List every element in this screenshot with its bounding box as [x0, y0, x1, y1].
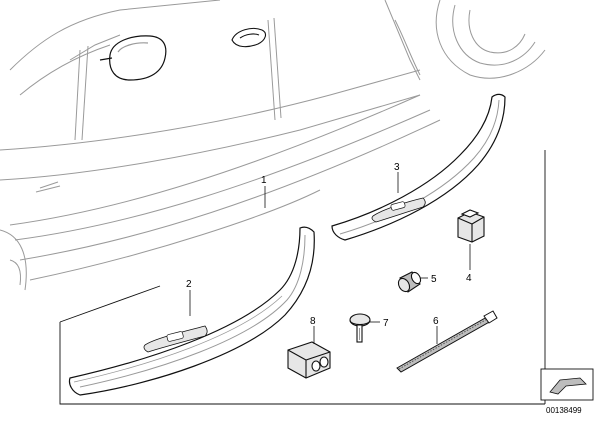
callout-5: 5: [420, 274, 437, 285]
callout-7: 7: [370, 318, 389, 329]
car-body-sketch: [0, 0, 546, 291]
cable-tie-6: [396, 310, 498, 373]
connector-block-4: [457, 209, 485, 243]
grommet-5: [397, 271, 422, 293]
callout-1-label: 1: [261, 175, 267, 186]
callout-5-label: 5: [431, 274, 437, 285]
callout-2-label: 2: [186, 279, 192, 290]
callout-3: 3: [394, 162, 400, 193]
kit-frame: [59, 150, 546, 405]
callout-3-label: 3: [394, 162, 400, 173]
push-pin-7: [349, 313, 371, 343]
callout-8: 8: [310, 316, 316, 344]
mini-emblem-3: [371, 197, 426, 223]
reference-symbol: [540, 368, 594, 401]
mini-emblem-2: [143, 325, 208, 353]
reference-number: 00138499: [546, 406, 582, 415]
callout-6-label: 6: [433, 316, 439, 327]
side-mirror-sketch: [99, 35, 167, 81]
callout-7-label: 7: [383, 318, 389, 329]
callout-4: 4: [466, 244, 472, 284]
callout-4-label: 4: [466, 273, 472, 284]
connector-housing-8: [287, 341, 331, 379]
door-handle-sketch: [231, 27, 267, 48]
sill-trim-strip-3: [331, 93, 506, 241]
callout-2: 2: [186, 279, 192, 316]
callout-6: 6: [433, 316, 439, 344]
callout-1: 1: [261, 175, 267, 208]
callout-8-label: 8: [310, 316, 316, 327]
sill-trim-strip-2: [68, 226, 315, 396]
